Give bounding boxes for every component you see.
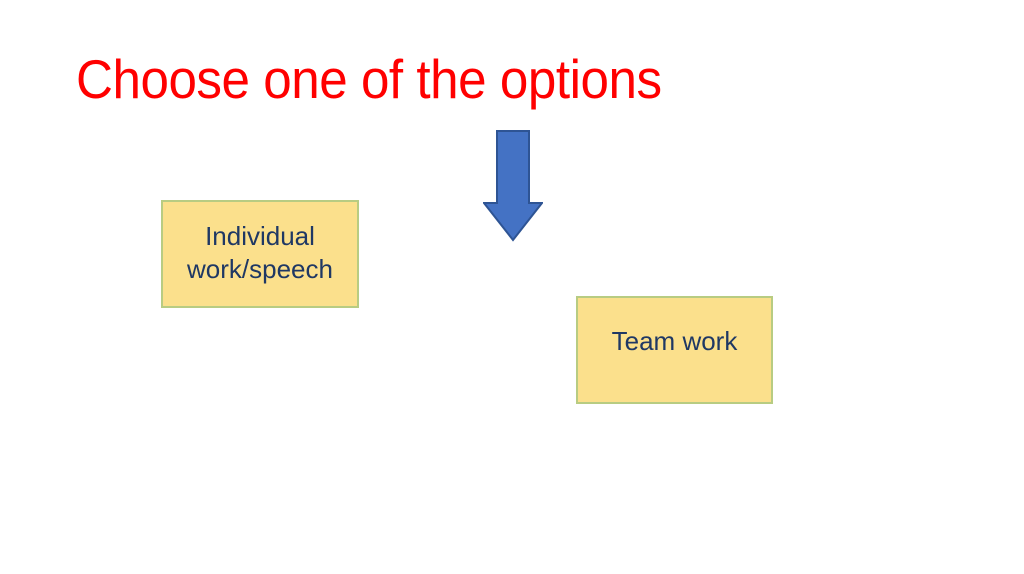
option-box-team[interactable]: Team work <box>576 296 773 404</box>
option-label-team: Team work <box>611 326 738 356</box>
option-box-individual[interactable]: Individual work/speech <box>161 200 359 308</box>
down-arrow-icon <box>483 130 543 242</box>
page-title: Choose one of the options <box>76 48 662 110</box>
option-label-individual: Individual work/speech <box>187 221 333 284</box>
